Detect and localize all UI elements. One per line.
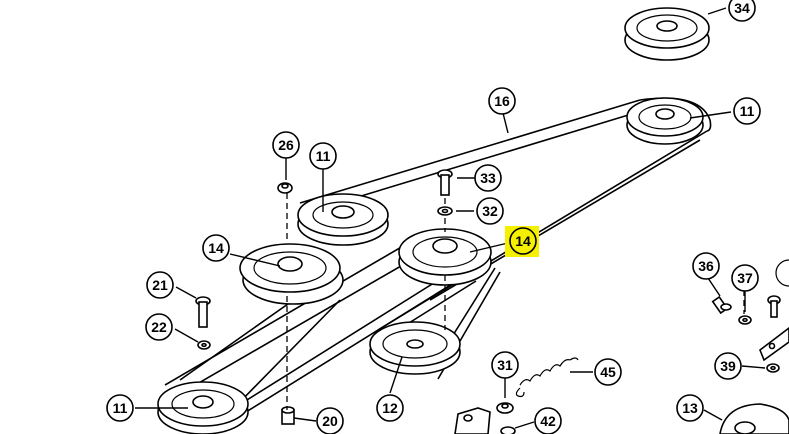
washer-32 bbox=[437, 206, 453, 216]
svg-text:42: 42 bbox=[540, 413, 556, 429]
svg-text:11: 11 bbox=[316, 148, 331, 164]
pulley-12 bbox=[369, 321, 461, 375]
spacer-20 bbox=[281, 406, 295, 425]
bracket-right bbox=[759, 326, 789, 362]
callout-14-left: 14 bbox=[202, 234, 230, 262]
belt-14-left bbox=[179, 291, 341, 411]
callout-partial-right bbox=[775, 259, 789, 287]
svg-text:34: 34 bbox=[734, 0, 750, 16]
bolt-37 bbox=[767, 295, 781, 318]
washer-22 bbox=[197, 340, 211, 350]
callout-14-highlighted: 14 bbox=[505, 226, 539, 257]
svg-text:36: 36 bbox=[698, 258, 714, 274]
nut-26 bbox=[277, 182, 293, 194]
pulley-11-bottom-left bbox=[157, 381, 249, 434]
svg-text:31: 31 bbox=[497, 357, 513, 373]
pulley-11-upper bbox=[297, 193, 389, 246]
callout-11-top-right: 11 bbox=[733, 97, 761, 125]
callout-12: 12 bbox=[376, 394, 404, 422]
callout-22: 22 bbox=[145, 313, 173, 341]
svg-text:32: 32 bbox=[482, 203, 498, 219]
washer-39 bbox=[766, 363, 780, 373]
pulley-34 bbox=[624, 7, 710, 61]
callout-42: 42 bbox=[534, 407, 562, 434]
svg-text:20: 20 bbox=[322, 413, 338, 429]
bolt-21 bbox=[195, 296, 211, 328]
callout-11-upper: 11 bbox=[309, 142, 337, 170]
pulley-14-center bbox=[398, 228, 492, 286]
callout-31: 31 bbox=[491, 351, 519, 379]
callout-11-bottom-left: 11 bbox=[106, 394, 134, 422]
nut-31 bbox=[496, 402, 514, 414]
bolt-36 bbox=[711, 295, 732, 315]
svg-text:12: 12 bbox=[382, 400, 398, 416]
callout-26: 26 bbox=[272, 131, 300, 159]
leader-lines bbox=[135, 7, 766, 429]
spring-45 bbox=[515, 357, 579, 398]
svg-text:26: 26 bbox=[278, 137, 294, 153]
svg-text:22: 22 bbox=[151, 319, 167, 335]
svg-text:16: 16 bbox=[494, 93, 510, 109]
bracket-42 bbox=[454, 407, 491, 434]
callout-21: 21 bbox=[146, 271, 174, 299]
svg-text:11: 11 bbox=[113, 400, 128, 416]
callout-39: 39 bbox=[714, 352, 742, 380]
svg-text:14: 14 bbox=[515, 233, 531, 249]
callout-20: 20 bbox=[316, 407, 344, 434]
idler-13 bbox=[719, 403, 789, 434]
nut-42 bbox=[500, 426, 516, 434]
callout-32: 32 bbox=[476, 197, 504, 225]
svg-text:37: 37 bbox=[737, 270, 753, 286]
pulley-11-top-right bbox=[626, 97, 704, 145]
callout-13: 13 bbox=[676, 394, 704, 422]
bolt-33 bbox=[437, 169, 453, 196]
callout-37: 37 bbox=[731, 264, 759, 292]
svg-text:45: 45 bbox=[600, 364, 616, 380]
svg-text:11: 11 bbox=[740, 103, 755, 119]
callout-33: 33 bbox=[474, 164, 502, 192]
svg-text:14: 14 bbox=[208, 240, 224, 256]
svg-text:13: 13 bbox=[682, 400, 698, 416]
callout-16: 16 bbox=[488, 87, 516, 115]
callout-45: 45 bbox=[594, 358, 622, 386]
callout-34: 34 bbox=[728, 0, 756, 22]
callout-36: 36 bbox=[692, 252, 720, 280]
svg-text:21: 21 bbox=[152, 277, 168, 293]
pulley-14-left bbox=[239, 243, 344, 305]
nut-37 bbox=[738, 315, 752, 325]
svg-text:39: 39 bbox=[720, 358, 736, 374]
svg-text:33: 33 bbox=[480, 170, 496, 186]
